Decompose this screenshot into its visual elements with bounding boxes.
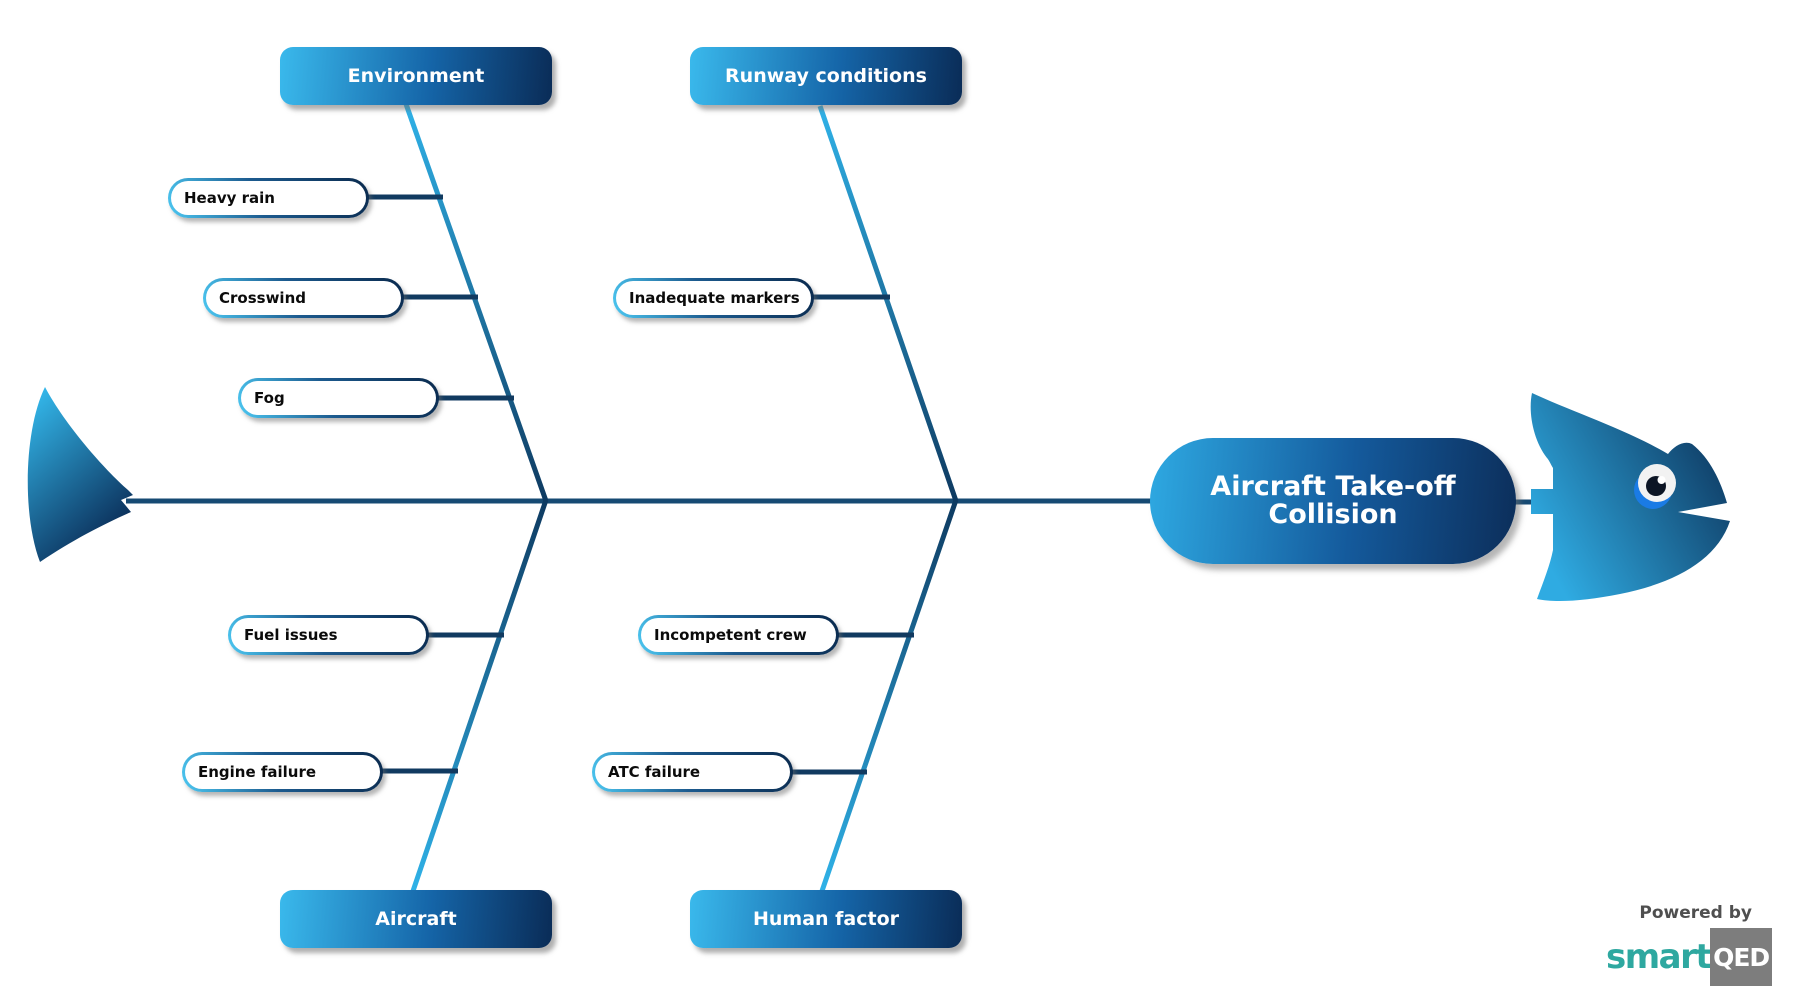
cause-box-incompetent-crew[interactable]: Incompetent crew [638,615,839,655]
cause-label: Heavy rain [184,189,275,207]
cause-box-fog[interactable]: Fog [238,378,439,418]
cause-box-inadequate-markers[interactable]: Inadequate markers [613,278,814,318]
category-box-runway-conditions[interactable]: Runway conditions [690,47,962,105]
cause-label: Inadequate markers [629,289,800,307]
cause-box-atc-failure[interactable]: ATC failure [592,752,793,792]
bone-environment [403,103,549,502]
category-label: Human factor [752,908,900,930]
cause-box-fuel-issues[interactable]: Fuel issues [228,615,429,655]
cause-box-engine-failure[interactable]: Engine failure [182,752,383,792]
cause-box-heavy-rain[interactable]: Heavy rain [168,178,369,218]
fish-head-icon [1530,393,1730,602]
brand-qed-badge: QED [1710,928,1773,986]
cause-label: ATC failure [608,763,701,781]
cause-label: Crosswind [219,289,306,307]
fish-tail-icon [27,387,133,562]
category-label: Aircraft [375,908,457,930]
category-label: Runway conditions [725,65,927,87]
category-box-environment[interactable]: Environment [280,47,552,105]
cause-label: Fuel issues [244,626,338,644]
problem-box[interactable]: Aircraft Take-off Collision [1150,438,1516,564]
cause-label: Incompetent crew [654,626,807,644]
cause-label: Fog [254,389,285,407]
powered-by-label: Powered by [1639,903,1752,923]
category-box-human-factor[interactable]: Human factor [690,890,962,948]
problem-label: Aircraft Take-off Collision [1210,470,1456,530]
bone-human-factor [819,499,959,892]
bone-runway-conditions [817,105,959,502]
cause-label: Engine failure [198,763,317,781]
smartqed-logo[interactable]: smart QED [1606,928,1773,986]
brand-smart-text: smart [1606,937,1712,977]
category-box-aircraft[interactable]: Aircraft [280,890,552,948]
cause-box-crosswind[interactable]: Crosswind [203,278,404,318]
category-label: Environment [347,65,485,87]
fish-eye-highlight [1657,476,1666,484]
bone-aircraft [410,499,549,892]
